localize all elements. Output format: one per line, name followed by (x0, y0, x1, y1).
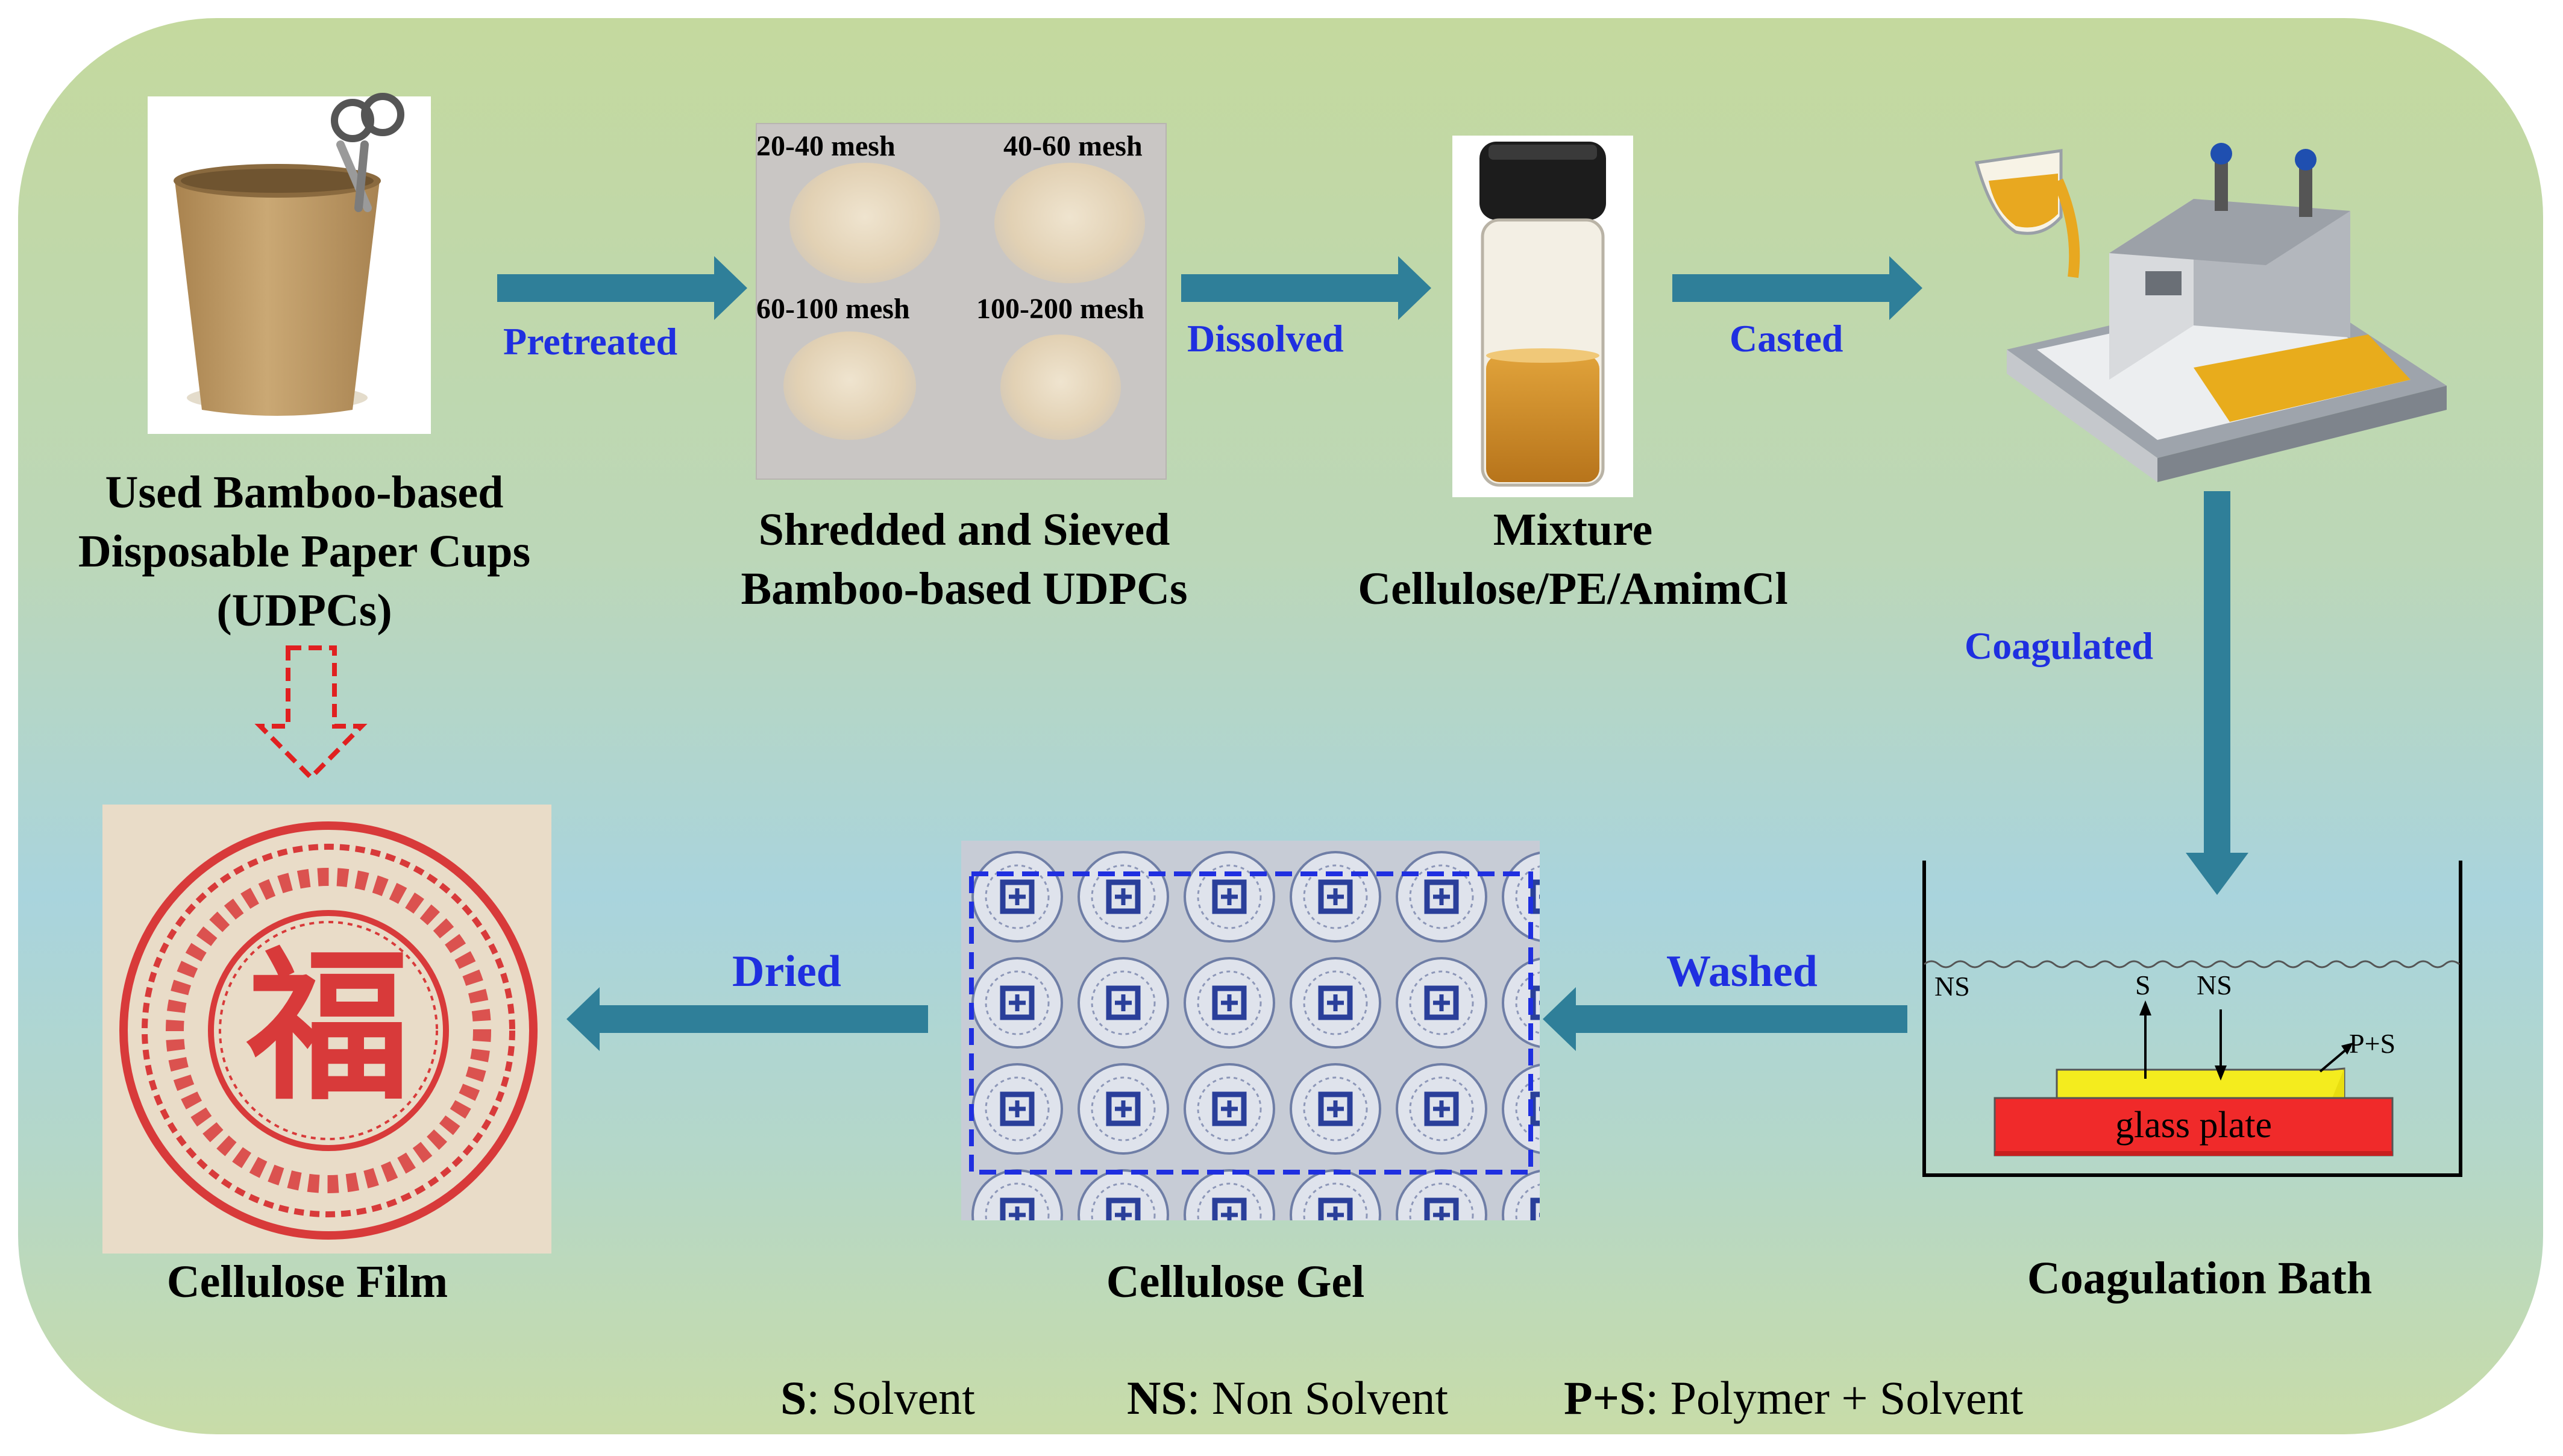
caption-udpc-line-3: (UDPCs) (216, 585, 392, 636)
mesh-pile-100-200 (1000, 334, 1121, 440)
legend-desc-ns: : Non Solvent (1187, 1372, 1449, 1424)
caption-udpc-line-2: Disposable Paper Cups (78, 526, 531, 577)
caption-cellulose-film: Cellulose Film (166, 1257, 448, 1307)
step-casted: Casted (1730, 317, 1843, 360)
legend-key-s: S (780, 1372, 807, 1424)
paper-cup-illustration (148, 93, 431, 434)
bath-label-s: S (2135, 970, 2151, 1000)
cellulose-film-photo (102, 805, 551, 1254)
arrow-dissolved (1181, 256, 1431, 320)
glass-plate-label: glass plate (2115, 1105, 2272, 1146)
coagulation-bath-diagram (1922, 861, 2462, 1177)
mesh-label-100-200: 100-200 mesh (976, 293, 1144, 325)
caption-mixture-line-1: Mixture (1493, 504, 1653, 555)
caption-mixture: Mixture Cellulose/PE/AmimCl (1302, 500, 1844, 618)
caption-shredded-line-1: Shredded and Sieved (758, 504, 1170, 555)
red-dashed-down-arrow (254, 645, 368, 781)
mesh-pile-60-100 (783, 331, 916, 440)
vial-illustration (1452, 136, 1633, 497)
arrow-pretreated (497, 256, 747, 320)
step-pretreated: Pretreated (503, 320, 678, 363)
caption-shredded: Shredded and Sieved Bamboo-based UDPCs (693, 500, 1235, 618)
film-character: 福 (247, 932, 410, 1122)
legend-desc-ps: : Polymer + Solvent (1645, 1372, 2024, 1424)
mesh-label-20-40: 20-40 mesh (756, 130, 896, 162)
legend-key-ns: NS (1127, 1372, 1187, 1424)
legend-non-solvent: NS: Non Solvent (1127, 1371, 1448, 1425)
arrow-casted (1672, 256, 1922, 320)
arrow-dried (566, 987, 928, 1051)
caption-shredded-line-2: Bamboo-based UDPCs (741, 563, 1188, 614)
step-coagulated: Coagulated (1965, 624, 2153, 667)
caption-coagulation-bath: Coagulation Bath (2027, 1253, 2373, 1304)
bath-label-ps: P+S (2349, 1028, 2396, 1059)
caption-udpc-line-1: Used Bamboo-based (105, 467, 504, 518)
step-dried: Dried (732, 947, 841, 996)
arrow-coagulated (2186, 491, 2248, 895)
mesh-label-40-60: 40-60 mesh (1003, 130, 1143, 162)
caption-mixture-line-2: Cellulose/PE/AmimCl (1358, 563, 1788, 614)
legend-solvent: S: Solvent (780, 1371, 975, 1425)
mesh-pile-20-40 (789, 163, 940, 283)
cellulose-gel-photo (961, 841, 1540, 1220)
mesh-pile-40-60 (994, 163, 1145, 283)
legend-key-ps: P+S (1564, 1372, 1646, 1424)
caption-udpc: Used Bamboo-based Disposable Paper Cups … (48, 463, 560, 640)
caption-cellulose-gel: Cellulose Gel (1106, 1257, 1365, 1307)
mesh-label-60-100: 60-100 mesh (756, 293, 910, 325)
casting-machine-illustration (1974, 143, 2447, 482)
bath-label-ns-left: NS (1934, 971, 1970, 1002)
legend-desc-s: : Solvent (806, 1372, 975, 1424)
step-washed: Washed (1666, 947, 1818, 996)
bath-label-ns: NS (2197, 970, 2232, 1000)
step-dissolved: Dissolved (1187, 317, 1344, 360)
arrow-washed (1543, 987, 1907, 1051)
legend-polymer-solvent: P+S: Polymer + Solvent (1564, 1371, 2023, 1425)
